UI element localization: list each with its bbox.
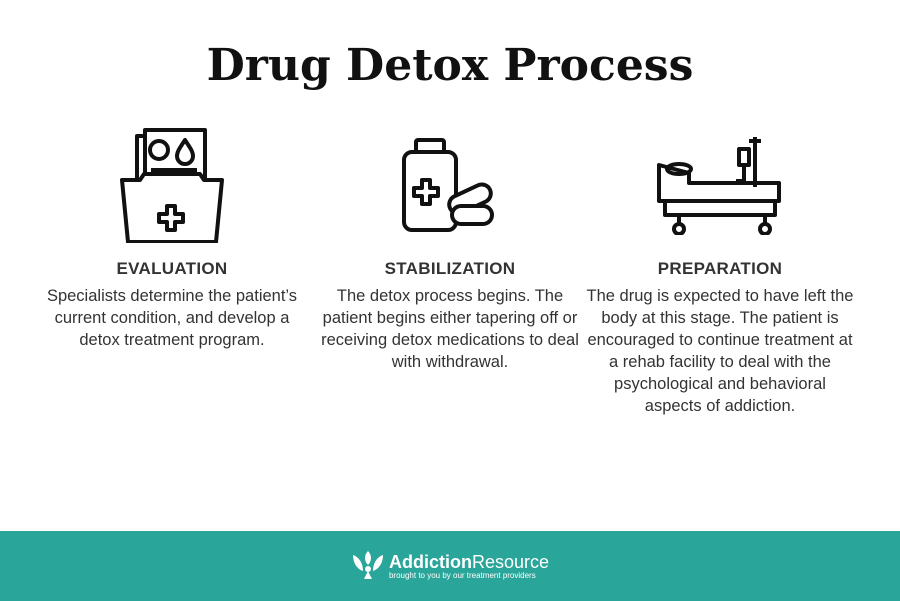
step-heading: STABILIZATION [384,259,516,278]
step-heading: PREPARATION [657,259,783,278]
brand-name-b: Resource [471,551,550,572]
medical-folder-icon [37,125,307,245]
step-description: The drug is expected to have left the bo… [586,287,854,415]
footer-brand[interactable]: AddictionResource brought to you by our … [389,553,549,580]
hospital-bed-icon [585,125,855,245]
addiction-resource-logo-icon [352,551,383,579]
footer: AddictionResource brought to you by our … [0,531,900,601]
step-description: The detox process begins. The patient be… [321,287,579,371]
footer-tagline: brought to you by our treatment provider… [388,570,536,580]
brand-name-a: Addiction [388,551,472,572]
step-evaluation: EVALUATION Specialists determine the pat… [37,125,307,351]
step-stabilization: STABILIZATION The detox process begins. … [315,125,585,373]
step-description: Specialists determine the patient’s curr… [46,287,298,349]
step-heading: EVALUATION [116,259,228,278]
step-preparation: PREPARATION The drug is expected to have… [585,125,855,417]
medicine-bottle-icon [315,125,585,245]
page-title: Drug Detox Process [206,40,694,91]
